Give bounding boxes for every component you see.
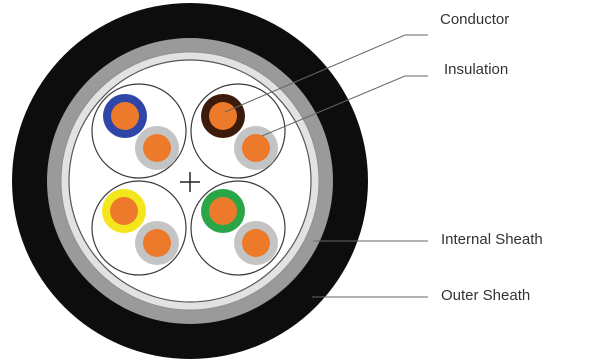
- conductor-label: Conductor: [440, 11, 509, 28]
- brown-pair: [201, 94, 278, 170]
- conductor: [143, 229, 171, 257]
- conductor: [110, 197, 138, 225]
- conductor: [111, 102, 139, 130]
- blue-pair: [103, 94, 179, 170]
- outer-sheath-label: Outer Sheath: [441, 287, 530, 304]
- conductor: [209, 197, 237, 225]
- internal-sheath-label: Internal Sheath: [441, 231, 543, 248]
- conductor: [209, 102, 237, 130]
- insulation-leader-line: [261, 75, 428, 137]
- conductor: [143, 134, 171, 162]
- center-cross-icon: [180, 172, 200, 192]
- conductor: [242, 134, 270, 162]
- conductor: [242, 229, 270, 257]
- yellow-pair: [102, 189, 179, 265]
- insulation-label: Insulation: [444, 61, 508, 78]
- conductor-leader-line: [224, 34, 428, 113]
- green-pair: [201, 189, 278, 265]
